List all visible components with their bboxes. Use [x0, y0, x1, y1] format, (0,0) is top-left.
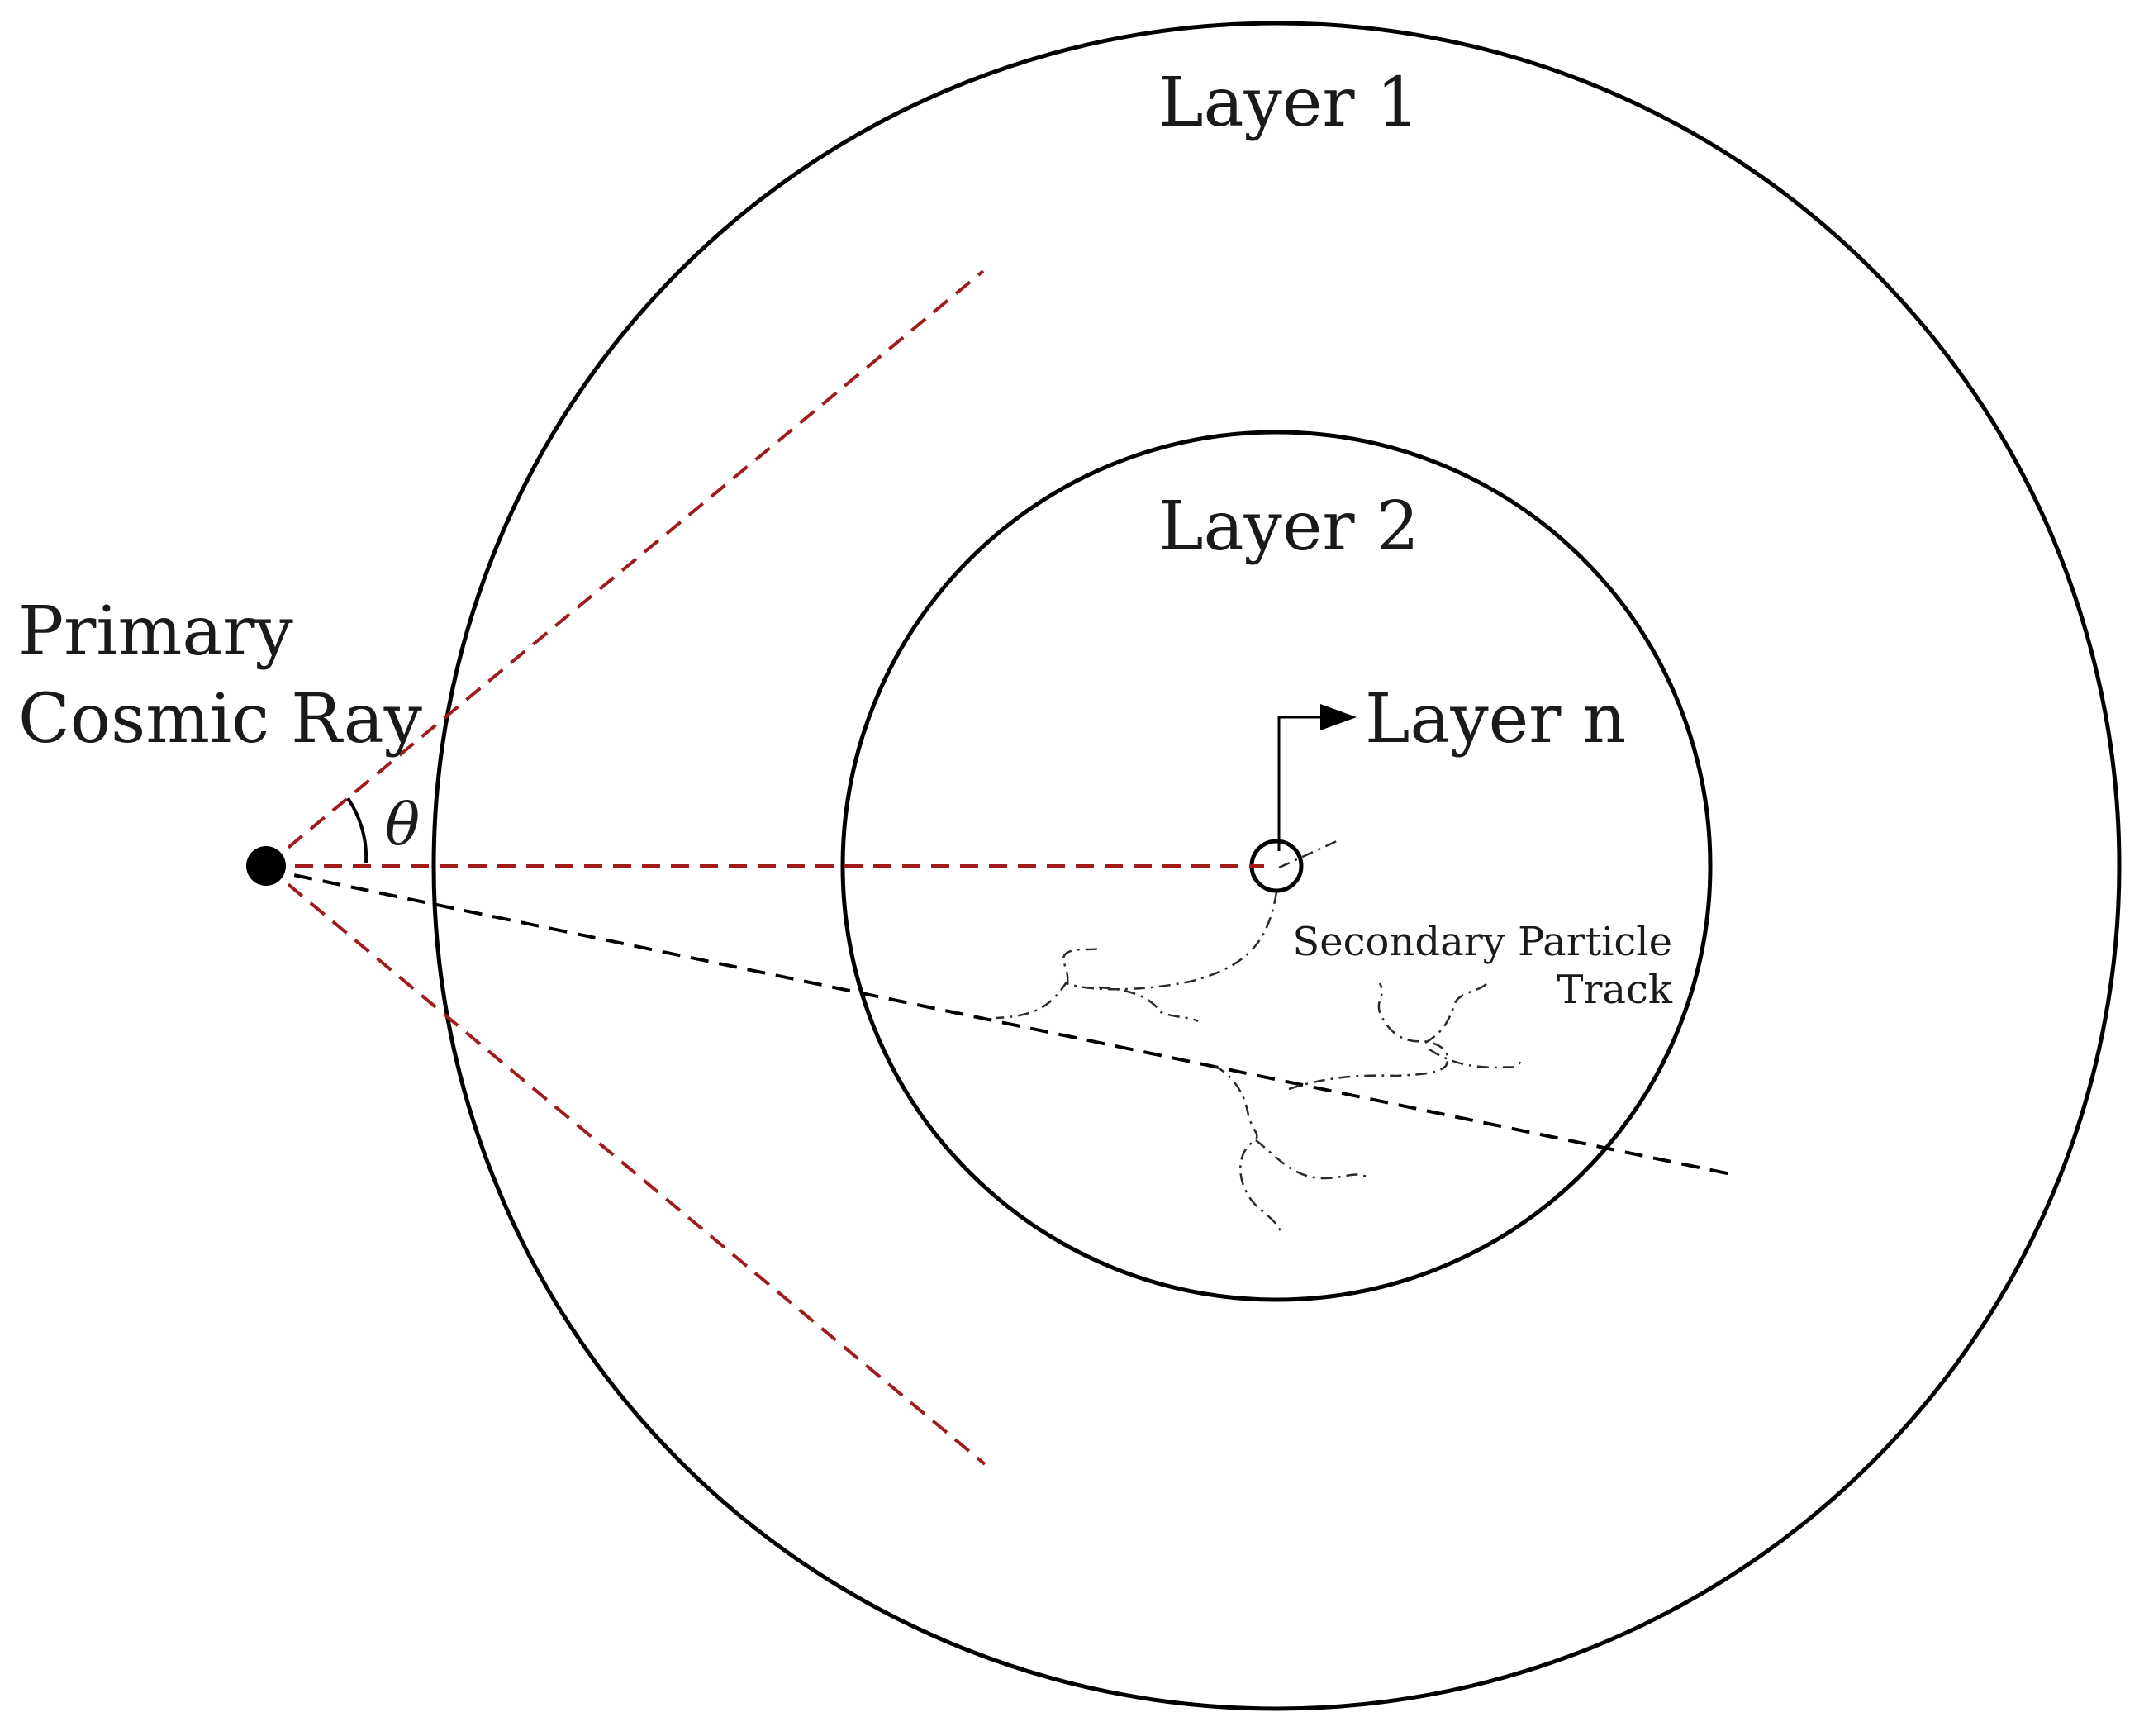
- cone-lower-edge: [264, 864, 986, 1466]
- secondary-track-main: [995, 839, 1338, 1020]
- primary-cosmic-ray-dot: [246, 846, 286, 886]
- primary-cosmic-ray-label-line1: Primary: [18, 592, 293, 671]
- secondary-particle-track-label-line1: Secondary Particle: [1292, 919, 1672, 965]
- layer-n-arrow-line: [1277, 716, 1322, 851]
- layer-1-ring: [431, 21, 2122, 1711]
- theta-label: θ: [385, 791, 420, 858]
- primary-cosmic-ray-label-line2: Cosmic Ray: [18, 680, 423, 759]
- secondary-track-branch-1: [1062, 947, 1100, 984]
- secondary-track-branch-2: [1098, 986, 1199, 1023]
- layer-n-arrowhead: [1320, 704, 1357, 730]
- theta-angle-arc: [346, 797, 368, 863]
- secondary-track-right-1: [1288, 982, 1449, 1091]
- secondary-track-right-3: [1429, 1048, 1522, 1069]
- primary-trajectory: [265, 868, 1736, 1177]
- secondary-track-lower-2: [1255, 1139, 1368, 1180]
- cone-upper-edge: [264, 269, 985, 868]
- layer-2-ring: [840, 430, 1713, 1302]
- secondary-track-right-2: [1424, 982, 1488, 1044]
- secondary-track-lower-1: [1214, 1064, 1282, 1232]
- layer-n-label: Layer n: [1365, 680, 1626, 759]
- layer-1-label: Layer 1: [1158, 64, 1419, 142]
- secondary-particle-track-label-line2: Track: [1557, 967, 1672, 1013]
- layer-2-label: Layer 2: [1158, 488, 1419, 566]
